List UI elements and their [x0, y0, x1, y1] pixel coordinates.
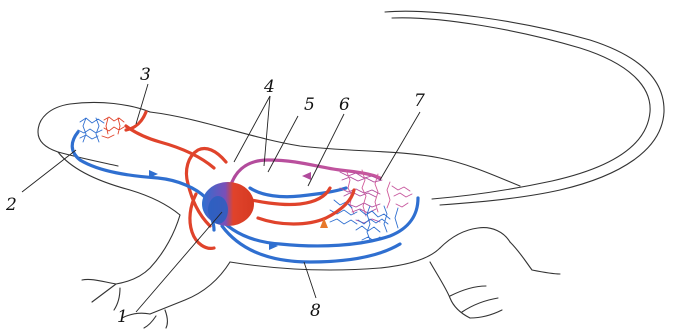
label-5: 5	[304, 95, 315, 115]
heart	[202, 182, 254, 226]
label-2: 2	[5, 195, 17, 215]
label-1: 1	[117, 307, 128, 327]
label-6: 6	[339, 95, 350, 115]
lizard-outline	[38, 11, 664, 328]
label-7: 7	[414, 91, 425, 111]
head-capillaries	[78, 117, 124, 142]
pulmonary-vessels	[232, 160, 380, 197]
label-4: 4	[263, 77, 275, 97]
label-8: 8	[310, 301, 321, 321]
label-3: 3	[140, 65, 151, 85]
